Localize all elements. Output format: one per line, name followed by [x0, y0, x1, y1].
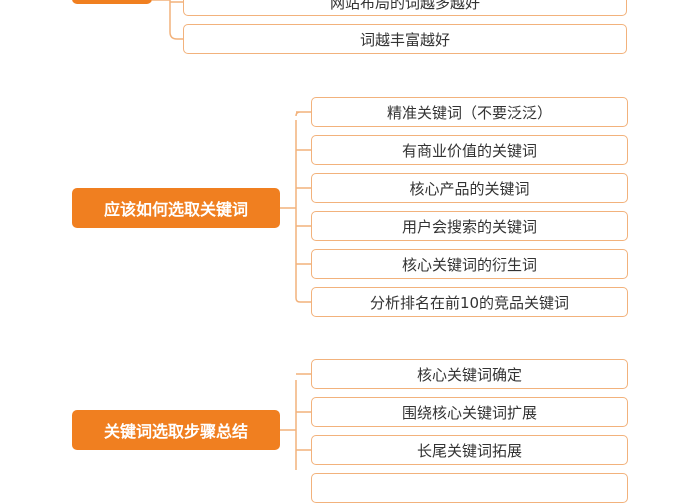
leaf-node[interactable]: 分析排名在前10的竞品关键词	[311, 287, 628, 317]
connector-group-2	[280, 111, 311, 303]
leaf-node[interactable]: 有商业价值的关键词	[311, 135, 628, 165]
leaf-node[interactable]: 核心关键词的衍生词	[311, 249, 628, 279]
leaf-node[interactable]: 用户会搜索的关键词	[311, 211, 628, 241]
connector-group-1	[152, 0, 183, 40]
root-node-steps-summary[interactable]: 关键词选取步骤总结	[72, 410, 280, 450]
connector-group-3	[280, 373, 311, 470]
leaf-node[interactable]: 核心产品的关键词	[311, 173, 628, 203]
leaf-node-cut-off	[311, 473, 628, 503]
connectors	[152, 0, 311, 470]
leaf-node[interactable]: 核心关键词确定	[311, 359, 628, 389]
root-node-how-to-choose[interactable]: 应该如何选取关键词	[72, 188, 280, 228]
leaf-node[interactable]: 精准关键词（不要泛泛）	[311, 97, 628, 127]
leaf-node[interactable]: 围绕核心关键词扩展	[311, 397, 628, 427]
leaf-node[interactable]: 词越丰富越好	[183, 24, 627, 54]
leaf-node[interactable]: 长尾关键词拓展	[311, 435, 628, 465]
leaf-node[interactable]: 网站布局的词越多越好	[183, 0, 627, 16]
root-node-top[interactable]	[72, 0, 152, 4]
